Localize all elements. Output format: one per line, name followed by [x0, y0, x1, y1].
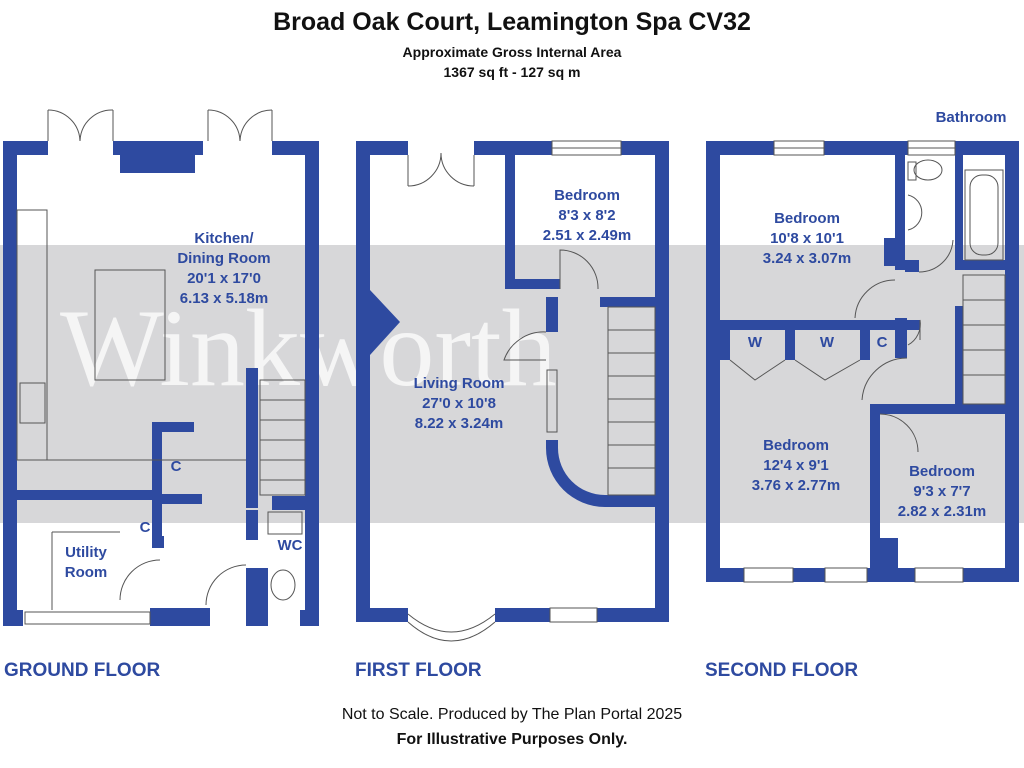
- ground-floor-plan: [3, 141, 319, 626]
- kitchen-dim-metric: 6.13 x 5.18m: [180, 290, 268, 307]
- second-floor-fixtures: [729, 140, 1006, 583]
- living-room-dim-metric: 8.22 x 3.24m: [415, 415, 503, 432]
- small-bedroom-name: Bedroom: [909, 463, 975, 480]
- first-bedroom-dim-imperial: 8'3 x 8'2: [558, 207, 615, 224]
- mid-bedroom-dim-imperial: 12'4 x 9'1: [763, 457, 829, 474]
- utility-name-line2: Room: [65, 564, 108, 581]
- first-bedroom-name: Bedroom: [554, 187, 620, 204]
- top-bedroom-dim-metric: 3.24 x 3.07m: [763, 250, 851, 267]
- area-value: 1367 sq ft - 127 sq m: [443, 64, 581, 80]
- kitchen-name-line2: Dining Room: [177, 250, 270, 267]
- ground-cupboard-label-1: C: [171, 458, 182, 475]
- first-bedroom-dim-metric: 2.51 x 2.49m: [543, 227, 631, 244]
- area-caption: Approximate Gross Internal Area: [402, 44, 622, 60]
- top-bedroom-name: Bedroom: [774, 210, 840, 227]
- disclaimer-scale: Not to Scale. Produced by The Plan Porta…: [341, 706, 683, 723]
- kitchen-dim-imperial: 20'1 x 17'0: [187, 270, 261, 287]
- disclaimer-illustrative: For Illustrative Purposes Only.: [396, 731, 628, 748]
- first-floor-label: FIRST FLOOR: [355, 660, 482, 681]
- ground-floor-fixtures: [16, 109, 306, 625]
- small-bedroom-dim-metric: 2.82 x 2.31m: [898, 503, 986, 520]
- living-room-name: Living Room: [414, 375, 505, 392]
- ground-floor-label: GROUND FLOOR: [4, 660, 161, 681]
- wc-label: WC: [278, 537, 303, 554]
- top-bedroom-dim-imperial: 10'8 x 10'1: [770, 230, 844, 247]
- plan-title: Broad Oak Court, Leamington Spa CV32: [273, 8, 751, 36]
- second-cupboard-label: C: [877, 334, 888, 351]
- wardrobe-label-1: W: [748, 334, 763, 351]
- second-floor-plan: [706, 141, 1019, 582]
- first-floor-fixtures: [407, 140, 656, 642]
- ground-cupboard-label-2: C: [140, 519, 151, 536]
- utility-name-line1: Utility: [65, 544, 107, 561]
- mid-bedroom-dim-metric: 3.76 x 2.77m: [752, 477, 840, 494]
- kitchen-name-line1: Kitchen/: [194, 230, 254, 247]
- wardrobe-label-2: W: [820, 334, 835, 351]
- small-bedroom-dim-imperial: 9'3 x 7'7: [913, 483, 970, 500]
- first-floor-plan: [356, 141, 669, 622]
- living-room-dim-imperial: 27'0 x 10'8: [422, 395, 496, 412]
- bathroom-label: Bathroom: [936, 109, 1007, 126]
- second-floor-label: SECOND FLOOR: [705, 660, 859, 681]
- watermark-band: [0, 245, 1024, 523]
- mid-bedroom-name: Bedroom: [763, 437, 829, 454]
